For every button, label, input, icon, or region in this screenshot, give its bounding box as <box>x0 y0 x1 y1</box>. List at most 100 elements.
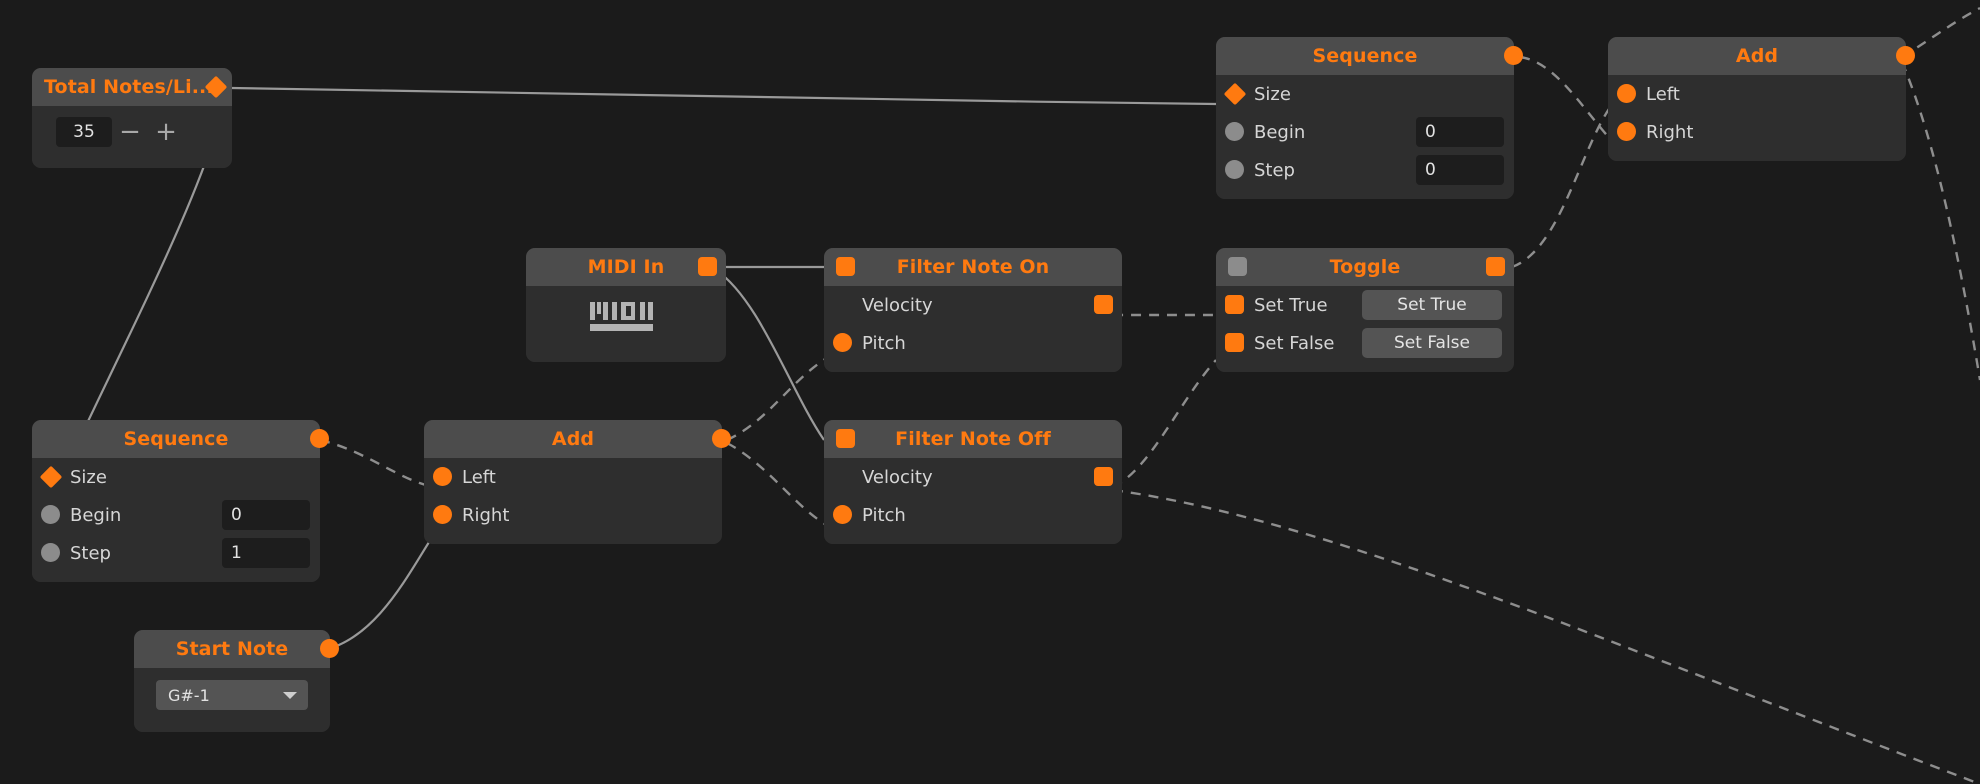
size-input-port[interactable] <box>1223 82 1247 106</box>
begin-input-port[interactable] <box>1225 122 1244 141</box>
node-title: MIDI In <box>587 256 665 278</box>
row-velocity: Velocity <box>824 286 1122 324</box>
node-body: 35 − + <box>32 106 232 168</box>
node-add-bottom[interactable]: Add Left Right <box>424 420 731 544</box>
output-port[interactable] <box>1896 46 1915 65</box>
node-title: Add <box>551 428 595 450</box>
row-pitch: Pitch <box>824 496 1122 534</box>
node-body: Velocity Pitch <box>824 286 1122 372</box>
edge-filternoteoff-out-bottomright <box>1112 488 1980 784</box>
row-pitch: Pitch <box>824 324 1122 362</box>
step-value-field[interactable]: 1 <box>222 538 310 568</box>
node-sequence-top[interactable]: Sequence Size Begin 0 Step 0 <box>1216 37 1523 199</box>
midi-input-port[interactable] <box>836 257 855 276</box>
node-filter-note-off[interactable]: Filter Note Off Velocity Pitch <box>824 420 1122 544</box>
node-add-top[interactable]: Add Left Right <box>1608 37 1915 161</box>
node-header[interactable]: Filter Note On <box>824 248 1122 286</box>
stepper-row: 35 − + <box>32 106 232 158</box>
start-note-dropdown[interactable]: G#-1 <box>156 680 308 710</box>
pitch-output-port[interactable] <box>833 505 852 524</box>
node-title: Filter Note Off <box>895 428 1051 450</box>
midi-input-port[interactable] <box>836 429 855 448</box>
left-input-port[interactable] <box>1617 84 1636 103</box>
left-input-port[interactable] <box>433 467 452 486</box>
row-label: Left <box>1646 83 1680 105</box>
node-body: Size Begin 0 Step 0 <box>1216 75 1514 199</box>
right-input-port[interactable] <box>433 505 452 524</box>
row-label: Step <box>70 542 111 564</box>
row-right: Right <box>424 496 722 534</box>
pitch-output-port[interactable] <box>833 333 852 352</box>
set-true-button[interactable]: Set True <box>1362 290 1502 320</box>
node-header[interactable]: Add <box>1608 37 1915 75</box>
begin-input-port[interactable] <box>41 505 60 524</box>
midi-logo-icon <box>590 300 662 334</box>
velocity-output-port[interactable] <box>1094 467 1113 486</box>
row-begin: Begin 0 <box>1216 113 1514 151</box>
node-title: Sequence <box>123 428 229 450</box>
output-port[interactable] <box>1504 46 1523 65</box>
row-left: Left <box>1608 75 1906 113</box>
node-sequence-bottom[interactable]: Sequence Size Begin 0 Step 1 <box>32 420 329 582</box>
row-begin: Begin 0 <box>32 496 320 534</box>
output-port[interactable] <box>712 429 731 448</box>
node-body: Left Right <box>424 458 722 544</box>
increment-button[interactable]: + <box>155 117 177 147</box>
set-false-input-port[interactable] <box>1225 333 1244 352</box>
row-velocity: Velocity <box>824 458 1122 496</box>
velocity-output-port[interactable] <box>1094 295 1113 314</box>
decrement-button[interactable]: − <box>119 117 141 147</box>
output-port[interactable] <box>310 429 329 448</box>
node-midi-in[interactable]: MIDI In <box>526 248 726 362</box>
node-header[interactable]: Total Notes/Li... <box>32 68 232 106</box>
output-port[interactable] <box>320 639 339 658</box>
node-body: Velocity Pitch <box>824 458 1122 544</box>
start-note-selected-value: G#-1 <box>168 685 210 705</box>
node-filter-note-on[interactable]: Filter Note On Velocity Pitch <box>824 248 1122 372</box>
row-label: Begin <box>1254 121 1306 143</box>
toggle-output-port[interactable] <box>1486 257 1505 276</box>
row-left: Left <box>424 458 722 496</box>
step-input-port[interactable] <box>1225 160 1244 179</box>
right-input-port[interactable] <box>1617 122 1636 141</box>
row-label: Right <box>462 504 510 526</box>
row-label: Size <box>1254 83 1291 105</box>
node-title: Start Note <box>175 638 289 660</box>
begin-value-field[interactable]: 0 <box>1416 117 1504 147</box>
node-body: Size Begin 0 Step 1 <box>32 458 320 582</box>
edge-startnote-to-addbottom-right <box>319 527 439 653</box>
node-header[interactable]: Sequence <box>1216 37 1523 75</box>
edge-midiin-to-filternoteoff <box>715 269 825 441</box>
row-label: Set False <box>1254 332 1335 354</box>
step-value-field[interactable]: 0 <box>1416 155 1504 185</box>
node-body: Set True Set True Set False Set False <box>1216 286 1514 372</box>
begin-value-field[interactable]: 0 <box>222 500 310 530</box>
step-input-port[interactable] <box>41 543 60 562</box>
set-true-input-port[interactable] <box>1225 295 1244 314</box>
chevron-down-icon <box>283 692 297 699</box>
row-step: Step 0 <box>1216 151 1514 189</box>
node-header[interactable]: Sequence <box>32 420 329 458</box>
row-label: Velocity <box>862 294 933 316</box>
row-label: Pitch <box>862 332 906 354</box>
node-header[interactable]: Start Note <box>134 630 339 668</box>
set-false-button[interactable]: Set False <box>1362 328 1502 358</box>
node-header[interactable]: Filter Note Off <box>824 420 1122 458</box>
toggle-input-port[interactable] <box>1228 257 1247 276</box>
row-label: Velocity <box>862 466 933 488</box>
node-header[interactable]: Toggle <box>1216 248 1514 286</box>
edge-addbottom-to-filternoteon-pitch <box>726 354 831 442</box>
edge-toggle-to-addtop-left <box>1511 105 1612 269</box>
node-header[interactable]: MIDI In <box>526 248 726 286</box>
row-label: Size <box>70 466 107 488</box>
total-notes-value[interactable]: 35 <box>56 117 112 147</box>
node-header[interactable]: Add <box>424 420 731 458</box>
row-set-true: Set True Set True <box>1216 286 1514 324</box>
node-total-notes[interactable]: Total Notes/Li... 35 − + <box>32 68 232 168</box>
node-title: Total Notes/Li... <box>44 76 214 98</box>
size-input-port[interactable] <box>39 465 63 489</box>
midi-output-port[interactable] <box>698 257 717 276</box>
node-toggle[interactable]: Toggle Set True Set True Set False Set F… <box>1216 248 1514 372</box>
node-start-note[interactable]: Start Note G#-1 <box>134 630 339 732</box>
